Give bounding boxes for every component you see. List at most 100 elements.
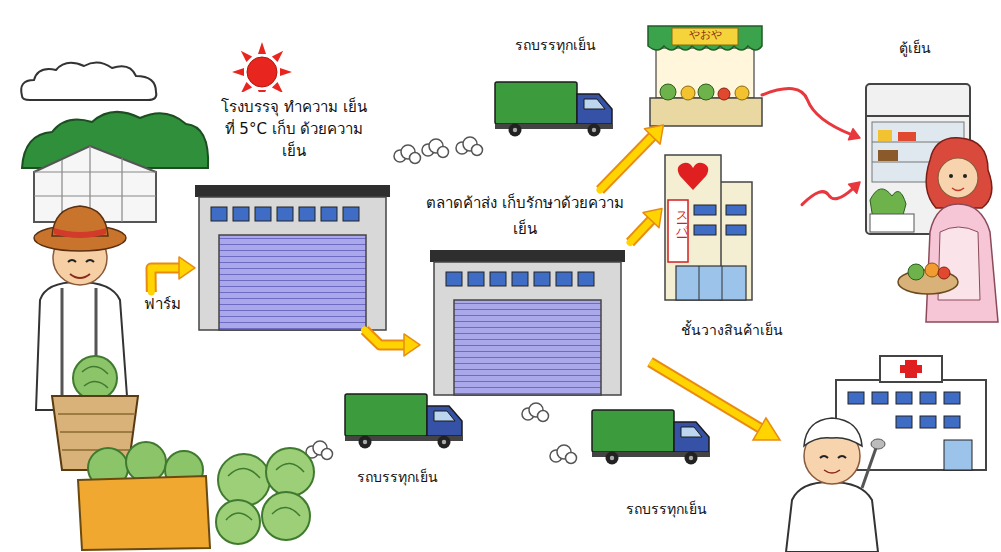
hospital-arrow-part bbox=[650, 362, 760, 428]
cloud bbox=[21, 62, 156, 100]
farmer-part bbox=[68, 260, 94, 262]
arrow-shaft bbox=[762, 89, 852, 135]
truck-label: รถบรรทุกเย็น bbox=[492, 36, 618, 54]
smoke-puffs-part bbox=[394, 145, 421, 164]
greengrocer-stall-part bbox=[735, 86, 749, 100]
hospital-part bbox=[920, 416, 936, 428]
cabbages-part bbox=[262, 492, 310, 540]
greengrocer-stall-part bbox=[650, 98, 762, 126]
greengrocer-stall-part bbox=[672, 28, 738, 45]
nurse-part bbox=[804, 418, 862, 446]
wholesale-market-node: ตลาดค้าส่ง เก็บรักษาด้วยความเย็น bbox=[420, 190, 630, 395]
hospital-part bbox=[848, 392, 864, 404]
arrow-outline bbox=[365, 330, 405, 345]
woman-part bbox=[925, 263, 939, 277]
refrigerator-part bbox=[898, 132, 916, 141]
delivery-arrow bbox=[762, 89, 860, 140]
flow-arrow bbox=[630, 209, 662, 243]
smoke-puffs bbox=[306, 137, 577, 464]
hospital-part bbox=[944, 440, 972, 470]
packing-label-panel bbox=[217, 92, 381, 187]
arrow-shaft bbox=[802, 188, 853, 205]
hospital-part bbox=[880, 356, 942, 382]
greengrocer-stall-part bbox=[681, 86, 695, 100]
truck-top bbox=[495, 82, 613, 137]
cabbage-box-part bbox=[78, 476, 210, 550]
sun-part bbox=[247, 57, 277, 87]
cabbages bbox=[216, 448, 314, 544]
packing-house-node: โรงบรรจุ ทำความ เย็นที่ 5°C เก็บ ด้วยควา… bbox=[195, 95, 390, 330]
hospital-part bbox=[896, 392, 912, 404]
arrow-head bbox=[848, 129, 860, 140]
farmer-part bbox=[58, 414, 134, 450]
woman bbox=[898, 138, 998, 322]
refrigerator-part bbox=[866, 115, 970, 117]
flow-arrow bbox=[151, 257, 195, 292]
supermarket-node: スーパーชั้นวางสินค้าเย็น bbox=[662, 150, 802, 345]
woman-part bbox=[952, 188, 964, 191]
node-text: ตู้เย็น bbox=[880, 38, 950, 58]
truck-bottom-left bbox=[345, 394, 463, 449]
farmer-part bbox=[36, 282, 128, 410]
sun-part bbox=[232, 68, 244, 76]
nurse-part bbox=[871, 439, 885, 449]
farmer-part bbox=[82, 366, 108, 388]
hospital-part bbox=[944, 392, 960, 404]
supermarket-building bbox=[665, 155, 752, 300]
greengrocer-stall-part bbox=[648, 26, 762, 50]
hospital-part bbox=[872, 392, 888, 404]
node-text: ฟาร์ม bbox=[125, 294, 200, 316]
arrow-shaft bbox=[630, 219, 652, 242]
sun-part bbox=[258, 42, 266, 54]
hospital-part bbox=[944, 416, 960, 428]
woman-part bbox=[908, 264, 924, 280]
greengrocer-stall-part bbox=[718, 88, 730, 100]
arrow-shaft bbox=[151, 268, 180, 292]
supermarket-building-part bbox=[699, 266, 722, 300]
smoke-puffs-part bbox=[422, 139, 449, 158]
smoke-puffs-part bbox=[456, 137, 483, 156]
arrow-head bbox=[644, 125, 663, 144]
supermarket-building-part bbox=[726, 225, 746, 235]
sun-part bbox=[238, 48, 252, 62]
nurse-part bbox=[824, 470, 840, 473]
cabbages-part bbox=[266, 448, 314, 496]
woman-part bbox=[938, 158, 978, 198]
wholesale-building-part bbox=[430, 250, 625, 395]
arrow-shaft bbox=[600, 136, 653, 190]
arrow-head bbox=[404, 334, 420, 356]
smoke-puffs-part bbox=[550, 445, 577, 464]
node-text: โรงบรรจุ ทำความ เย็นที่ 5°C เก็บ ด้วยควา… bbox=[219, 97, 369, 162]
farmer-part bbox=[73, 356, 117, 400]
hospital-arrow-part bbox=[650, 362, 760, 428]
refrigerator-part bbox=[878, 150, 898, 161]
cabbage-box bbox=[78, 442, 210, 550]
cloud-part bbox=[21, 62, 156, 100]
refrigerator-part bbox=[870, 214, 914, 232]
truck-bottom-right bbox=[592, 410, 710, 465]
node-text: ชั้นวางสินค้าเย็น bbox=[662, 320, 802, 340]
cabbage-box-part bbox=[126, 442, 166, 482]
hospital-part bbox=[896, 416, 912, 428]
arrow-outline bbox=[630, 219, 652, 242]
arrow-shaft bbox=[365, 330, 405, 345]
packing-label-panel-part bbox=[217, 92, 381, 187]
sun-part bbox=[272, 48, 286, 62]
hospital-arrow-part bbox=[753, 418, 780, 440]
greengrocer-node: やおや bbox=[650, 25, 762, 125]
arrow-outline bbox=[151, 268, 180, 292]
cabbages-part bbox=[226, 463, 304, 520]
hospital-arrow bbox=[650, 362, 780, 440]
woman-part bbox=[926, 204, 998, 322]
woman-part bbox=[926, 138, 992, 208]
nurse bbox=[786, 418, 885, 552]
supermarket-building-part bbox=[694, 205, 716, 215]
refrigerator-part bbox=[878, 130, 892, 141]
nurse-part bbox=[862, 448, 876, 488]
truck-label: รถบรรทุกเย็น bbox=[332, 468, 462, 486]
arrow-head bbox=[179, 257, 195, 279]
greengrocer-stall-part bbox=[698, 84, 714, 100]
supermarket-building-part bbox=[678, 163, 709, 190]
